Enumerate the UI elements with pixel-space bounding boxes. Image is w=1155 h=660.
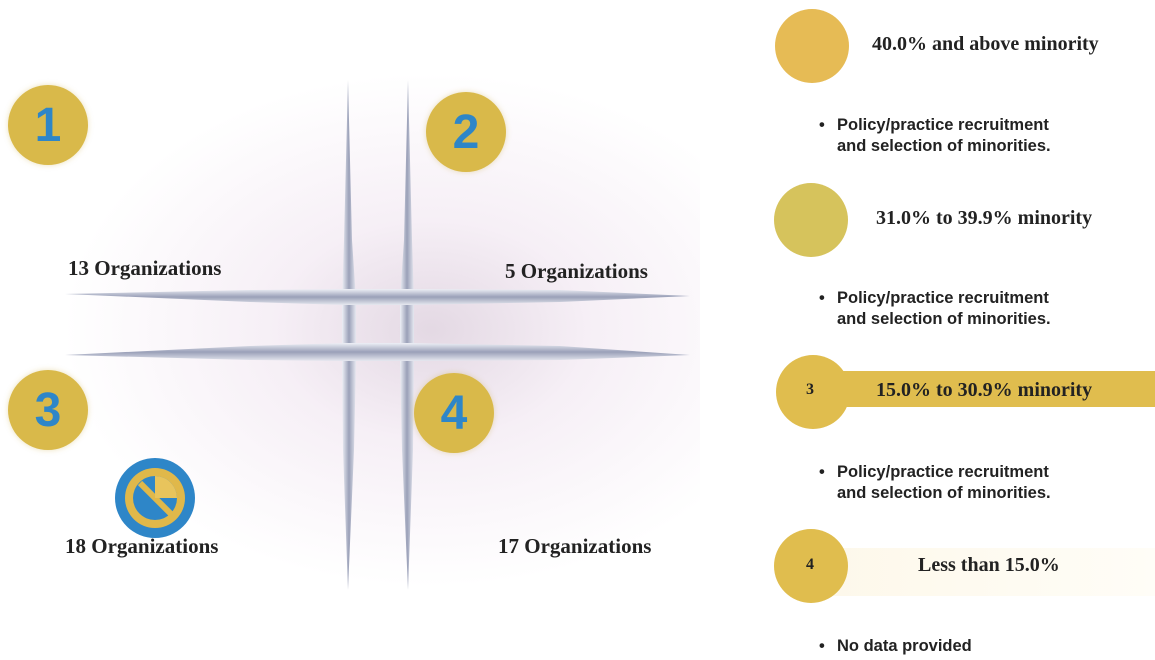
legend-band-3 <box>800 371 1155 407</box>
legend-number-3: 3 <box>806 381 814 398</box>
quadrant-1-number: 1 <box>34 98 62 152</box>
quadrant-2-organizations: 5 Organizations <box>505 259 648 283</box>
quadrant-1-organizations: 13 Organizations <box>68 256 222 280</box>
legend-label-1: 40.0% and above minority <box>872 33 1099 55</box>
legend-label-3: 15.0% to 30.9% minority <box>876 379 1093 401</box>
divider-left-vertical <box>342 80 356 590</box>
cross-divider <box>65 80 690 590</box>
quadrant-3-organizations: 18 Organizations <box>65 534 219 558</box>
legend-circle-3 <box>776 355 850 429</box>
divider-right-vertical <box>400 80 414 590</box>
quadrant-4-organizations: 17 Organizations <box>498 534 652 558</box>
legend-circle-2 <box>774 183 848 257</box>
quadrant-diagram: 1 2 3 4 13 Organizations 5 Organizations… <box>8 70 700 590</box>
quadrant-4-number: 4 <box>440 386 468 440</box>
quadrant-4-badge: 4 <box>414 373 494 453</box>
legend-label-2: 31.0% to 39.9% minority <box>876 207 1093 229</box>
legend-band-4 <box>812 548 1155 596</box>
divider-upper-horizontal <box>65 289 690 305</box>
target-logo-icon <box>115 458 195 538</box>
legend-number-4: 4 <box>806 556 814 573</box>
divider-lower-horizontal <box>65 343 690 361</box>
quadrant-3-badge: 3 <box>8 370 88 450</box>
legend-label-4: Less than 15.0% <box>918 554 1060 576</box>
legend-bullet-1: • Policy/practice recruitment and select… <box>819 116 1051 155</box>
quadrant-3-number: 3 <box>34 383 62 437</box>
quadrant-1-badge: 1 <box>8 85 88 165</box>
legend-bullet-4: • No data provided <box>819 637 972 655</box>
legend-circle-4 <box>774 529 848 603</box>
legend-bullet-3: • Policy/practice recruitment and select… <box>819 463 1051 502</box>
legend-bullet-2: • Policy/practice recruitment and select… <box>819 289 1051 328</box>
quadrant-2-badge: 2 <box>426 92 506 172</box>
quadrant-2-number: 2 <box>452 105 480 159</box>
legend-circle-1 <box>775 9 849 83</box>
